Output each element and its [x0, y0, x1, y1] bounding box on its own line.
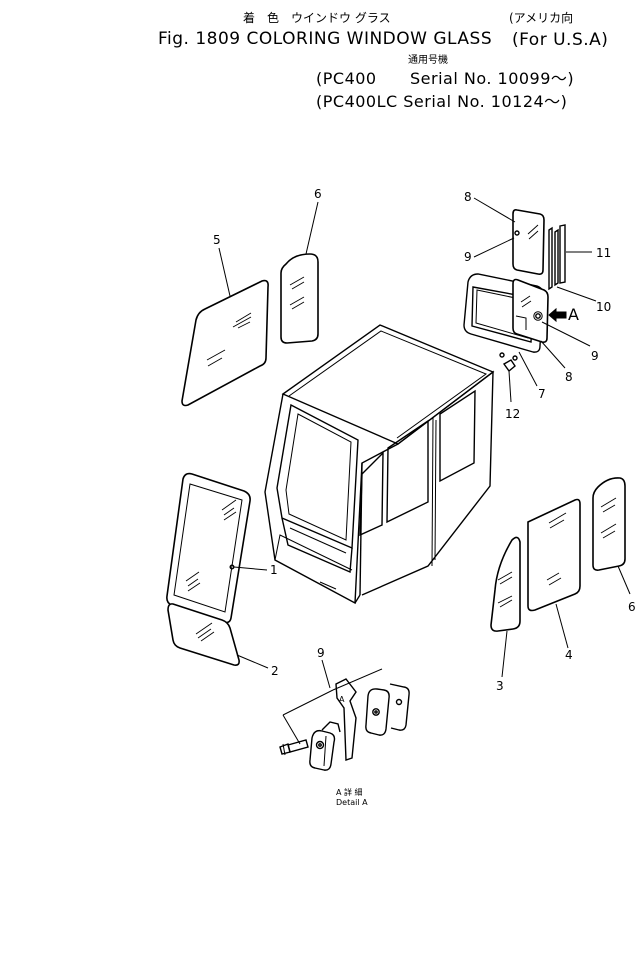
glass-part-4: 4 — [527, 498, 581, 662]
glass-part-1: 1 — [166, 472, 278, 624]
title-en: Fig. 1809 COLORING WINDOW GLASS — [158, 29, 492, 49]
applicability-jp: 通用号機 — [408, 53, 448, 66]
glass-part-3: 3 — [490, 536, 521, 693]
glass-part-2: 2 — [167, 603, 279, 678]
model-pc400lc-serial: (PC400LC Serial No. 10124～) — [316, 92, 567, 111]
serial-pc400: Serial No. 10099～) — [410, 69, 574, 88]
cab-assembly — [264, 324, 495, 605]
glass-part-6-lower: 6 — [592, 477, 636, 614]
detail-a-jp: A 詳 細 — [336, 787, 363, 797]
callout-5: 5 — [213, 233, 221, 247]
callout-4: 4 — [565, 648, 573, 662]
detail-a-en: Detail A — [336, 798, 368, 807]
arrow-icon — [548, 307, 567, 323]
market-jp: (アメリカ向 — [509, 10, 573, 25]
callout-12: 12 — [505, 407, 520, 421]
callout-8-lower: 8 — [565, 370, 573, 384]
callout-10: 10 — [596, 300, 611, 314]
glass-part-5: 5 — [181, 233, 269, 407]
callout-6-upper: 6 — [314, 187, 322, 201]
detail-marker-a: A — [568, 305, 579, 324]
market-en: (For U.S.A) — [512, 30, 608, 50]
detail-a-view: A 9 A 詳 細 Detail A — [279, 646, 410, 807]
callout-8-upper: 8 — [464, 190, 472, 204]
callout-2: 2 — [271, 664, 279, 678]
callout-9-detail: 9 — [317, 646, 325, 660]
model-pc400: (PC400 — [316, 69, 377, 88]
callout-11: 11 — [596, 246, 611, 260]
callout-6-lower: 6 — [628, 600, 636, 614]
callout-7: 7 — [538, 387, 546, 401]
detail-a-letter: A — [339, 695, 345, 704]
callout-9-upper: 9 — [464, 250, 472, 264]
callout-3: 3 — [496, 679, 504, 693]
glass-part-6-upper: 6 — [280, 187, 322, 344]
sliding-glass-group: 8 9 11 10 7 8 9 A — [463, 190, 611, 421]
header: 着 色 ウインドウ グラス (アメリカ向 Fig. 1809 COLORING … — [158, 10, 608, 111]
callout-1: 1 — [270, 563, 278, 577]
title-jp: 着 色 ウインドウ グラス — [243, 10, 391, 25]
callout-9-lower: 9 — [591, 349, 599, 363]
